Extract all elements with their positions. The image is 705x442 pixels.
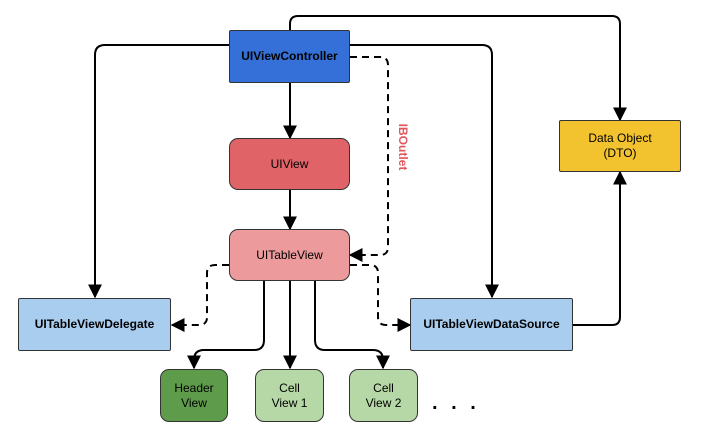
edge-vc-to-dto xyxy=(289,15,627,122)
edge-tableview-to-delegate xyxy=(170,264,229,332)
node-cell-view-1-line2: View 1 xyxy=(271,395,308,410)
edge-vc-to-delegate xyxy=(88,44,229,299)
node-uiview-label: UIView xyxy=(270,156,309,171)
node-header-view-line2: View xyxy=(181,395,207,410)
more-cells-ellipsis: . . . xyxy=(432,392,480,414)
node-uiviewcontroller: UIViewController xyxy=(229,30,350,83)
node-cell-view-1-line1: Cell xyxy=(279,380,300,395)
node-header-view-line1: Header xyxy=(174,380,214,395)
node-uitableview: UITableView xyxy=(229,229,350,281)
node-tableview-delegate-label: UITableViewDelegate xyxy=(34,317,155,331)
iboutlet-label: IBOutlet xyxy=(396,123,410,171)
node-tableview-datasource: UITableViewDataSource xyxy=(410,298,573,351)
node-uitableview-label: UITableView xyxy=(256,247,323,262)
node-tableview-datasource-label: UITableViewDataSource xyxy=(423,317,560,331)
node-uiviewcontroller-label: UIViewController xyxy=(241,49,338,63)
node-tableview-delegate: UITableViewDelegate xyxy=(18,298,171,351)
node-header-view: Header View xyxy=(160,369,228,422)
node-cell-view-2-line2: View 2 xyxy=(365,395,402,410)
node-data-object-line2: (DTO) xyxy=(603,146,637,160)
edge-iboutlet xyxy=(348,56,389,262)
node-uiview: UIView xyxy=(229,138,350,190)
node-cell-view-1: Cell View 1 xyxy=(255,369,324,422)
node-data-object: Data Object (DTO) xyxy=(559,120,681,172)
edge-tableview-to-header xyxy=(187,281,265,370)
edge-vc-to-datasource xyxy=(350,44,499,299)
node-cell-view-2-line1: Cell xyxy=(373,380,394,395)
edge-datasource-to-dto xyxy=(573,170,627,326)
edge-tableview-to-cell2 xyxy=(314,281,390,370)
edge-tableview-to-datasource xyxy=(350,264,412,332)
node-cell-view-2: Cell View 2 xyxy=(349,369,418,422)
node-data-object-line1: Data Object xyxy=(588,131,652,145)
